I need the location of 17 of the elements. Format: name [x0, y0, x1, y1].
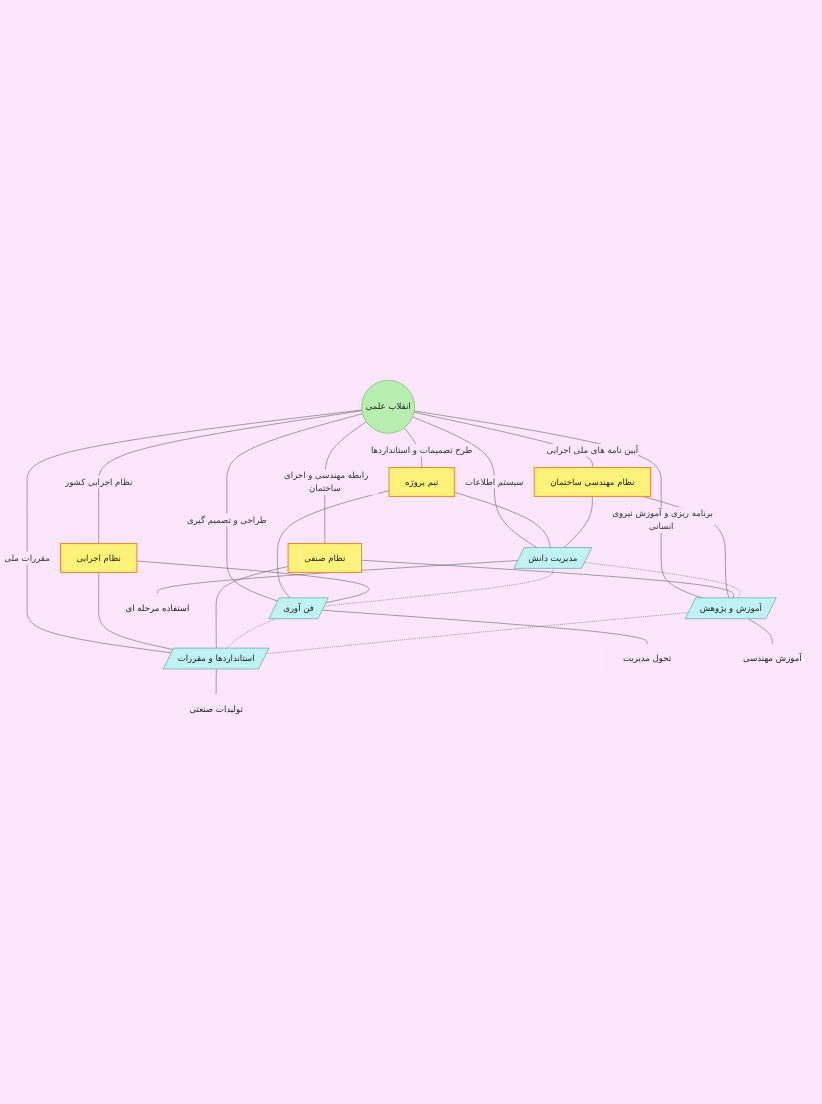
connector [322, 610, 648, 645]
connector [157, 560, 519, 595]
connector [98, 572, 174, 651]
connector [584, 562, 741, 599]
connector [266, 612, 689, 655]
connector [748, 618, 773, 645]
connector [98, 410, 363, 544]
connector [412, 416, 538, 549]
connector [361, 560, 735, 599]
connector [226, 413, 363, 602]
connector [563, 496, 593, 549]
connector [215, 566, 289, 649]
connector [324, 568, 554, 607]
connector [454, 492, 551, 549]
connector [136, 560, 370, 604]
connector [26, 409, 363, 654]
connector [277, 490, 390, 599]
